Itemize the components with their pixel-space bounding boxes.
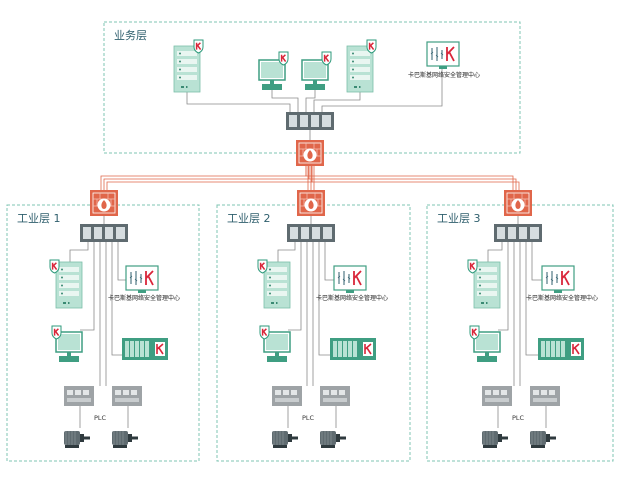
motor-icon <box>319 430 347 449</box>
mgmt-label: 卡巴斯基网络安全管理中心 <box>526 294 598 302</box>
motor-icon <box>529 430 557 449</box>
management-console-icon <box>426 41 460 70</box>
industrial-zone-1: 工业层 1 卡巴斯基网络安全管理中心 PLC <box>6 189 200 462</box>
server-business-1 <box>173 39 204 93</box>
plc-icon <box>272 386 302 406</box>
firewall-icon <box>295 139 325 167</box>
industrial-zone-label: 工业层 3 <box>437 212 481 225</box>
plc-icon <box>482 386 512 406</box>
kaspersky-badge-icon <box>467 259 478 274</box>
kaspersky-badge-icon <box>469 325 480 340</box>
mgmt-console <box>333 265 367 294</box>
motor-icon <box>63 430 91 449</box>
server <box>49 259 83 309</box>
industrial-zone-3: 工业层 3 卡巴斯基网络安全管理中心 PLC <box>426 189 614 462</box>
server-icon <box>346 45 374 93</box>
server-icon <box>473 261 501 309</box>
switch-business <box>286 112 334 130</box>
workstation <box>259 325 291 363</box>
motor-icon <box>271 430 299 449</box>
kaspersky-badge-icon <box>278 51 289 66</box>
kaspersky-badge-icon <box>321 51 332 66</box>
mgmt-label: 卡巴斯基网络安全管理中心 <box>108 294 180 302</box>
kaspersky-badge-icon <box>257 259 268 274</box>
business-zone-label: 业务层 <box>114 29 147 42</box>
network-switch-icon <box>287 224 335 242</box>
server-icon <box>263 261 291 309</box>
workstation-business-1 <box>258 51 289 91</box>
mgmt-console <box>541 265 575 294</box>
plc-label: PLC <box>512 414 525 422</box>
kaspersky-badge-icon <box>49 259 60 274</box>
zone-links <box>277 216 334 386</box>
management-console-icon <box>125 265 159 294</box>
firewall-icon <box>296 189 326 217</box>
management-console-icon <box>333 265 367 294</box>
motor-icon <box>481 430 509 449</box>
plc-icon <box>112 386 142 406</box>
firewall-icon <box>503 189 533 217</box>
motor-icon <box>111 430 139 449</box>
mgmt-label: 卡巴斯基网络安全管理中心 <box>316 294 388 302</box>
industrial-zone-label: 工业层 2 <box>227 212 271 225</box>
core-links <box>100 130 520 190</box>
kaspersky-badge-icon <box>51 325 62 340</box>
firewall-core <box>295 139 325 167</box>
network-switch-icon <box>80 224 128 242</box>
plc-label: PLC <box>94 414 107 422</box>
network-switch-icon <box>494 224 542 242</box>
plc-icon <box>320 386 350 406</box>
firewall-icon <box>89 189 119 217</box>
server <box>257 259 291 309</box>
business-zone: 业务层 卡巴斯基网络安全管理中心 <box>103 21 521 154</box>
workstation-icon <box>301 59 329 91</box>
hmi-panel-icon <box>537 337 585 361</box>
management-console-icon <box>541 265 575 294</box>
hmi-panel-icon <box>121 337 169 361</box>
plc-icon <box>530 386 560 406</box>
network-switch-icon <box>286 112 334 130</box>
plc-label: PLC <box>302 414 315 422</box>
workstation <box>469 325 501 363</box>
server-business-2 <box>346 39 377 93</box>
kaspersky-badge-icon <box>366 39 377 54</box>
mgmt-console <box>125 265 159 294</box>
hmi-panel-icon <box>329 337 377 361</box>
workstation <box>51 325 83 363</box>
kaspersky-badge-icon <box>259 325 270 340</box>
kaspersky-badge-icon <box>193 39 204 54</box>
server-icon <box>55 261 83 309</box>
zone-links <box>487 216 542 386</box>
mgmt-label-business: 卡巴斯基网络安全管理中心 <box>408 71 480 79</box>
workstation-icon <box>258 59 286 91</box>
plc-icon <box>64 386 94 406</box>
industrial-zone-2: 工业层 2 卡巴斯基网络安全管理中心 PLC <box>216 189 411 462</box>
server <box>467 259 501 309</box>
industrial-zone-label: 工业层 1 <box>17 212 61 225</box>
workstation-business-2 <box>301 51 332 91</box>
business-links <box>186 66 443 112</box>
zone-links <box>69 216 126 386</box>
server-icon <box>173 45 201 93</box>
mgmt-console-business <box>426 41 460 70</box>
